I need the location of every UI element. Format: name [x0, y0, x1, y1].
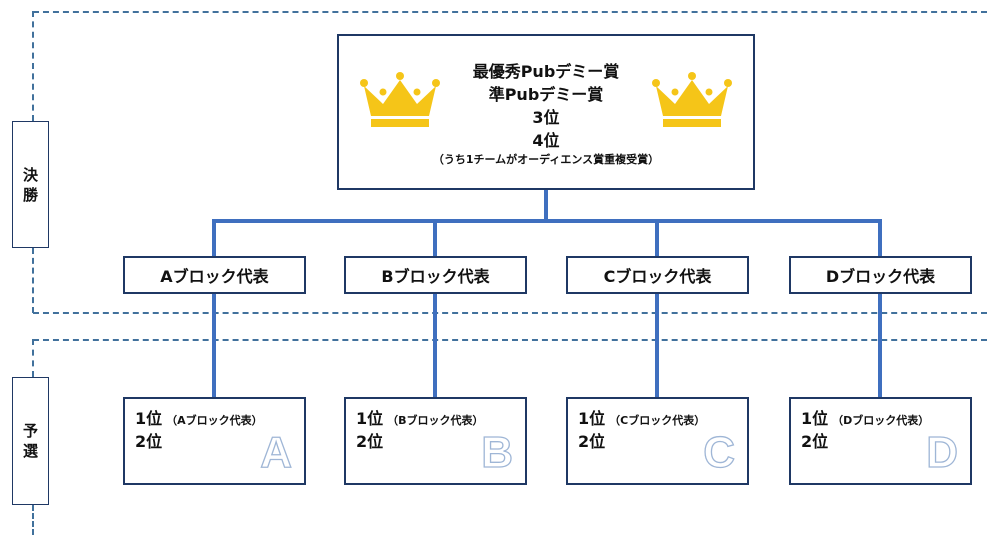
block-c-results: 1位（Cブロック代表） 2位 C [566, 397, 749, 485]
final-region-top-border [33, 11, 987, 13]
prelim-stage-label: 予 選 [12, 377, 49, 505]
block-a-representative: Aブロック代表 [123, 256, 306, 294]
block-b-rank1: 1位 [356, 409, 384, 428]
prelim-region-left-border-lower [32, 505, 34, 535]
block-d-rank1: 1位 [801, 409, 829, 428]
block-b-rank1-note: （Bブロック代表） [387, 414, 484, 427]
connector-drop-a [212, 219, 216, 258]
connector-a-to-prelim [212, 293, 216, 398]
block-c-rank1-line: 1位（Cブロック代表） [578, 405, 705, 429]
block-a-letter: A [260, 428, 293, 477]
connector-horizontal [212, 219, 882, 223]
block-b-results: 1位（Bブロック代表） 2位 B [344, 397, 527, 485]
block-c-letter: C [703, 428, 736, 477]
connector-b-to-prelim [433, 293, 437, 398]
block-d-rank1-note: （Dブロック代表） [832, 414, 930, 427]
prelim-stage-char-1: 予 [22, 422, 38, 440]
crown-icon [651, 70, 733, 132]
block-d-representative: Dブロック代表 [789, 256, 972, 294]
block-d-results: 1位（Dブロック代表） 2位 D [789, 397, 972, 485]
block-b-representative: Bブロック代表 [344, 256, 527, 294]
connector-drop-c [655, 219, 659, 258]
final-stage-char-2: 勝 [22, 185, 38, 204]
block-c-representative: Cブロック代表 [566, 256, 749, 294]
block-c-rank2: 2位 [578, 432, 606, 451]
block-a-results: 1位（Aブロック代表） 2位 A [123, 397, 306, 485]
prelim-region-left-border-upper [32, 339, 34, 377]
award-second: 準Pubデミー賞 [488, 85, 604, 104]
crown-icon [359, 70, 441, 132]
block-c-rank1-note: （Cブロック代表） [609, 414, 706, 427]
block-a-rank1-line: 1位（Aブロック代表） [135, 405, 263, 429]
connector-trunk [544, 189, 548, 222]
block-a-rank1-note: （Aブロック代表） [166, 414, 263, 427]
award-first: 最優秀Pubデミー賞 [472, 62, 620, 81]
audience-award-note: （うち1チームがオーディエンス賞重複受賞） [432, 153, 660, 166]
connector-drop-d [878, 219, 882, 258]
final-stage-char-1: 決 [22, 165, 38, 184]
award-third: 3位 [532, 108, 560, 127]
connector-d-to-prelim [878, 293, 882, 398]
connector-drop-b [433, 219, 437, 258]
block-c-rank1: 1位 [578, 409, 606, 428]
final-region-left-border-lower [32, 248, 34, 313]
prelim-region-top-border [33, 339, 987, 341]
connector-c-to-prelim [655, 293, 659, 398]
awards-box: 最優秀Pubデミー賞 準Pubデミー賞 3位 4位 （うち1チームがオーディエン… [337, 34, 755, 190]
block-d-letter: D [926, 428, 959, 477]
block-d-rank1-line: 1位（Dブロック代表） [801, 405, 929, 429]
prelim-stage-char-2: 選 [22, 442, 38, 460]
block-b-letter: B [481, 428, 514, 477]
final-stage-label: 決 勝 [12, 121, 49, 248]
final-region-left-border-upper [32, 11, 34, 121]
award-fourth: 4位 [532, 131, 560, 150]
block-a-rank1: 1位 [135, 409, 163, 428]
block-d-rank2: 2位 [801, 432, 829, 451]
block-b-rank1-line: 1位（Bブロック代表） [356, 405, 484, 429]
block-a-rank2: 2位 [135, 432, 163, 451]
block-b-rank2: 2位 [356, 432, 384, 451]
final-region-bottom-border [33, 312, 987, 314]
